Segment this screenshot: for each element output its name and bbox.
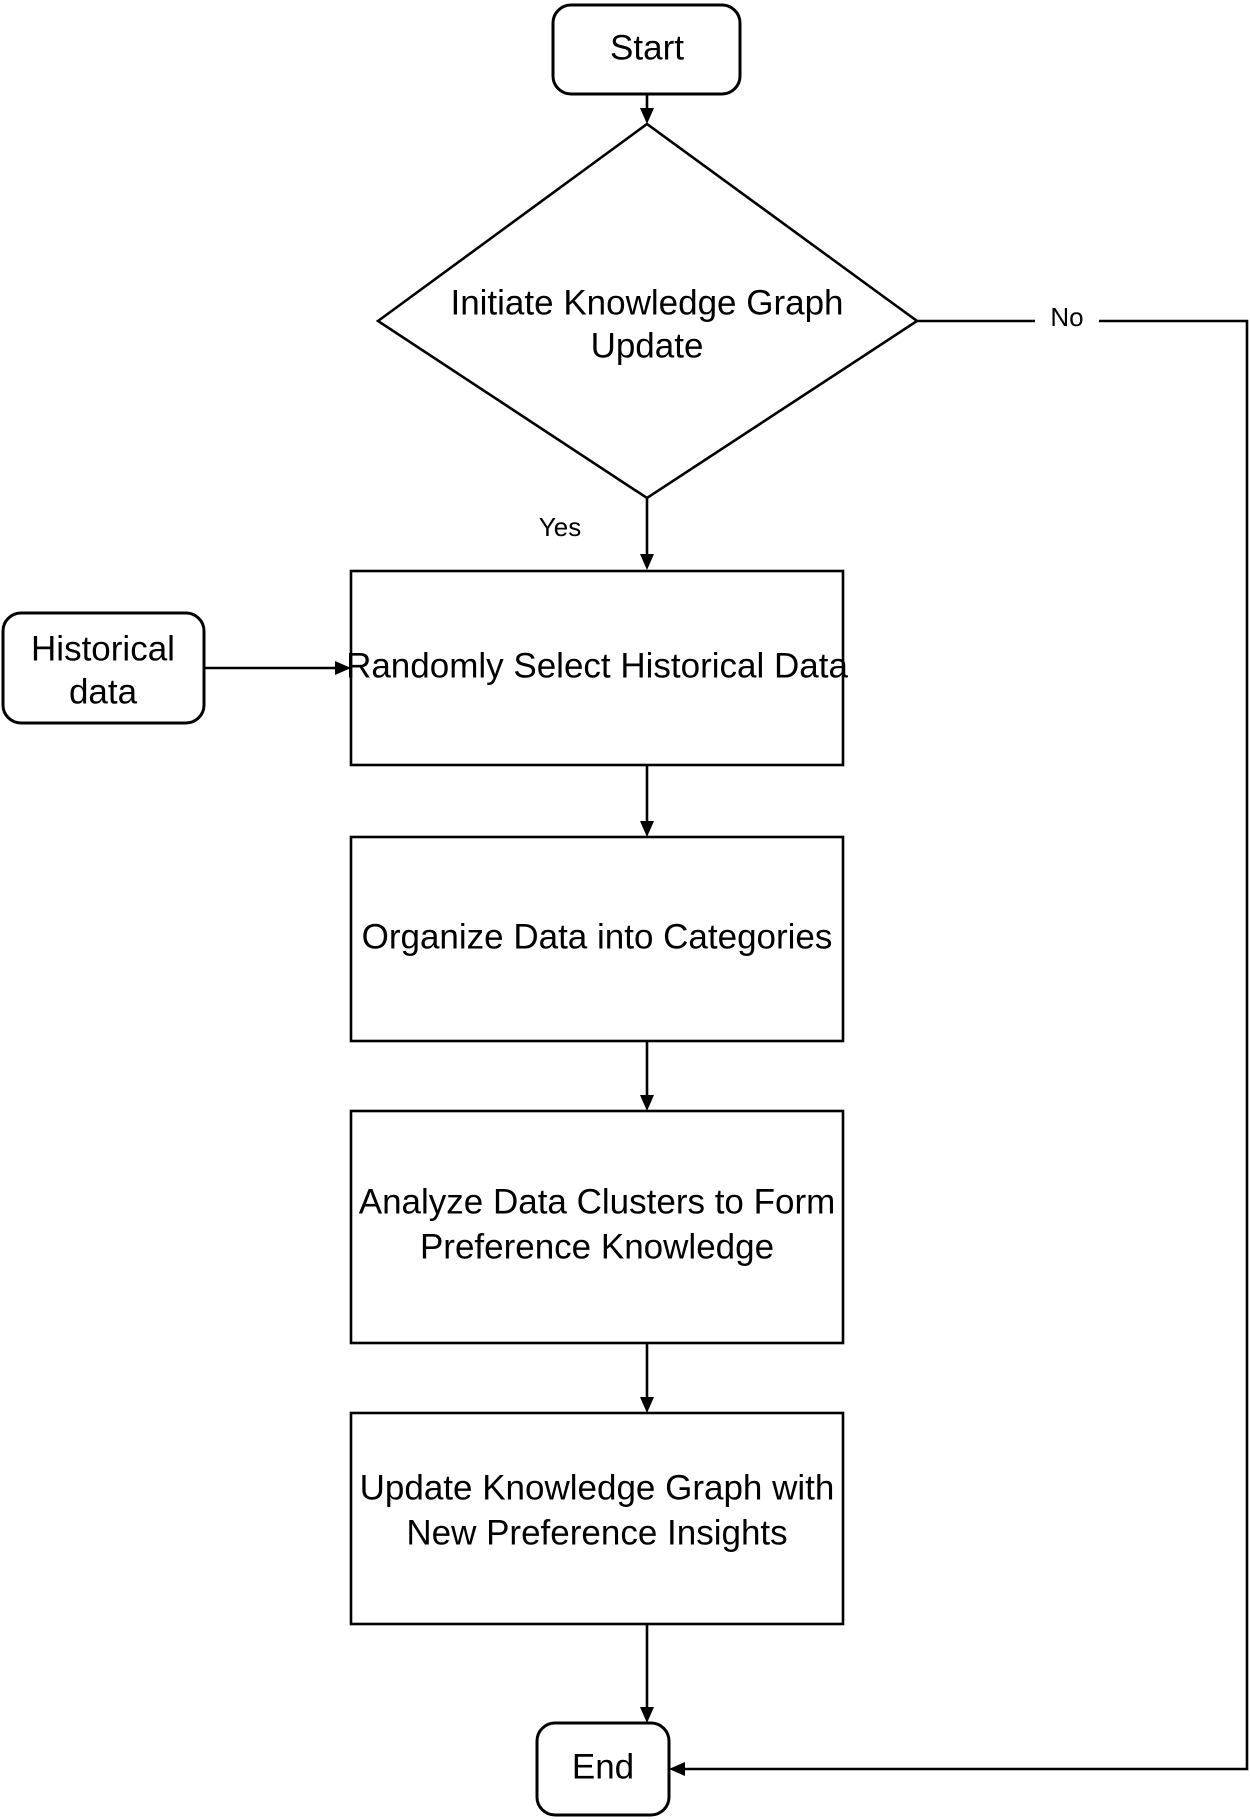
node-end[interactable]: End [535, 1721, 671, 1817]
edge-label-no: No [1050, 302, 1083, 332]
randomly-select-label: Randomly Select Historical Data [346, 646, 848, 685]
node-decision[interactable]: Initiate Knowledge Graph Update [375, 122, 920, 500]
historical-data-shape[interactable] [1, 611, 206, 725]
randomly-select-shape[interactable] [349, 569, 845, 767]
edge-organize-to-analyze [640, 1041, 654, 1111]
organize-shape[interactable] [349, 835, 845, 1043]
edge-decision-to-end: No [669, 302, 1249, 1776]
edge-update-to-end [640, 1624, 654, 1723]
decision-label-line1: Initiate Knowledge Graph [450, 283, 843, 322]
historical-data-label-line2: data [69, 672, 138, 711]
analyze-label-line2: Preference Knowledge [420, 1227, 774, 1266]
node-start[interactable]: Start [551, 3, 742, 96]
decision-shape[interactable] [375, 122, 920, 500]
start-label: Start [610, 28, 684, 67]
end-label: End [572, 1747, 634, 1786]
update-shape[interactable] [349, 1411, 845, 1626]
node-organize-data-into-categories[interactable]: Organize Data into Categories [349, 835, 845, 1043]
node-analyze-data-clusters[interactable]: Analyze Data Clusters to Form Preference… [349, 1109, 845, 1345]
historical-data-label-line1: Historical [31, 629, 175, 668]
update-label-line1: Update Knowledge Graph with [360, 1468, 835, 1507]
decision-label-line2: Update [591, 326, 704, 365]
edge-select-to-organize [640, 765, 654, 837]
node-randomly-select-historical-data[interactable]: Randomly Select Historical Data [346, 569, 848, 767]
node-update-knowledge-graph[interactable]: Update Knowledge Graph with New Preferen… [349, 1411, 845, 1626]
edge-start-to-decision [640, 94, 654, 124]
edge-label-yes: Yes [539, 512, 581, 542]
update-label-line2: New Preference Insights [406, 1513, 787, 1552]
organize-label: Organize Data into Categories [362, 917, 833, 956]
analyze-label-line1: Analyze Data Clusters to Form [359, 1182, 836, 1221]
edge-historical-to-select [204, 661, 351, 675]
node-historical-data[interactable]: Historical data [1, 611, 206, 725]
start-shape[interactable] [551, 3, 742, 96]
analyze-shape[interactable] [349, 1109, 845, 1345]
edge-analyze-to-update [640, 1343, 654, 1413]
edge-decision-to-select: Yes [539, 498, 654, 570]
end-shape[interactable] [535, 1721, 671, 1817]
